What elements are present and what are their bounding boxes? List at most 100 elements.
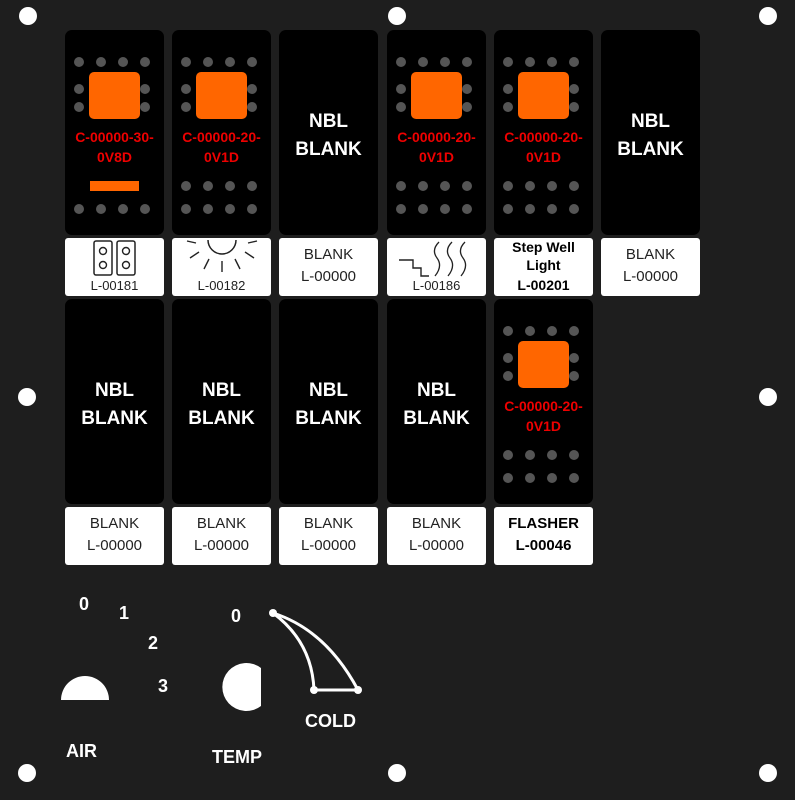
blank-line2: BLANK — [188, 408, 255, 429]
indicator-dot — [181, 181, 191, 191]
indicator-dot — [569, 204, 579, 214]
rocker-switch[interactable]: C-00000-30-0V8D — [65, 30, 164, 235]
indicator-dot — [74, 204, 84, 214]
temp-cold-label: COLD — [305, 711, 356, 731]
part-number-line1: C-00000-20- — [504, 129, 583, 145]
part-number: C-00000-30-0V8D — [61, 127, 168, 167]
legend-code: L-00181 — [90, 278, 139, 293]
indicator-dot — [569, 450, 579, 460]
blank-line2: BLANK — [403, 408, 470, 429]
indicator-dot — [225, 204, 235, 214]
part-number-line2: 0V1D — [525, 418, 562, 434]
temp-zero-label: 0 — [231, 606, 242, 626]
indicator-dot — [203, 181, 213, 191]
indicator-dot — [547, 181, 557, 191]
legend-line1: BLANK — [411, 515, 462, 532]
air-label: AIR — [66, 741, 97, 761]
part-number-line2: 0V1D — [525, 149, 562, 165]
legend-code: L-00046 — [515, 537, 572, 554]
rocker-switch[interactable]: C-00000-20- 0V1D — [494, 30, 593, 235]
indicator-dot — [96, 204, 106, 214]
legend-code: L-00186 — [412, 278, 461, 293]
part-number-line1: C-00000-20- — [397, 129, 476, 145]
indicator-dot — [569, 102, 579, 112]
indicator-dot — [247, 84, 257, 94]
rocker-switch[interactable]: C-00000-20-0V1D — [387, 30, 486, 235]
air-knob[interactable] — [58, 656, 112, 706]
blank-line1: NBL — [94, 380, 135, 401]
actuator[interactable] — [89, 72, 140, 119]
indicator-dot — [440, 57, 450, 67]
indicator-dot — [525, 473, 535, 483]
actuator[interactable] — [518, 341, 569, 388]
actuator[interactable] — [411, 72, 462, 119]
actuator[interactable] — [518, 72, 569, 119]
indicator-dot — [503, 371, 513, 381]
indicator-dot — [569, 57, 579, 67]
indicator-dot — [525, 450, 535, 460]
legend-line2: Light — [526, 257, 561, 273]
rocker-switch[interactable]: C-00000-20-0V1D — [172, 30, 271, 235]
legend-code: L-00000 — [622, 268, 679, 285]
indicator-dot — [418, 181, 428, 191]
indicator-dot — [503, 473, 513, 483]
dome-light-icon — [93, 240, 136, 276]
actuator[interactable] — [196, 72, 247, 119]
legend-code: L-00201 — [517, 277, 570, 293]
indicator-dot — [225, 57, 235, 67]
indicator-dot — [96, 57, 106, 67]
legend-line1: Step Well — [512, 239, 575, 255]
legend-plate: BLANK L-00000 — [387, 507, 486, 565]
indicator-dot — [462, 57, 472, 67]
step-heat-icon — [399, 241, 467, 277]
indicator-dot — [462, 204, 472, 214]
legend-line1: BLANK — [625, 246, 676, 263]
temp-knob[interactable] — [214, 660, 268, 714]
indicator-dot — [418, 204, 428, 214]
indicator-dot — [462, 102, 472, 112]
indicator-dot — [247, 204, 257, 214]
mounting-hole — [759, 388, 777, 406]
legend-code: L-00000 — [300, 537, 357, 554]
mounting-hole — [19, 7, 37, 25]
indicator-dot — [396, 204, 406, 214]
legend-line1: BLANK — [303, 246, 354, 263]
blank-line2: BLANK — [295, 408, 362, 429]
legend-code: L-00182 — [197, 278, 246, 293]
indicator-dot — [569, 326, 579, 336]
indicator-dot — [440, 181, 450, 191]
legend-code: L-00000 — [408, 537, 465, 554]
indicator-dot — [118, 204, 128, 214]
temp-label: TEMP — [212, 747, 263, 767]
indicator-dot — [225, 181, 235, 191]
indicator-dot — [418, 57, 428, 67]
rocker-switch[interactable]: C-00000-20-0V1D — [494, 299, 593, 504]
indicator-dot — [569, 353, 579, 363]
indicator-dot — [440, 204, 450, 214]
part-number: C-00000-20-0V1D — [383, 127, 490, 167]
legend-line1: BLANK — [89, 515, 140, 532]
legend-code: L-00000 — [193, 537, 250, 554]
indicator-dot — [569, 371, 579, 381]
indicator-dot — [462, 181, 472, 191]
indicator-dot — [74, 102, 84, 112]
indicator-dot — [396, 181, 406, 191]
indicator-dot — [503, 181, 513, 191]
mounting-hole — [388, 764, 406, 782]
indicator-dot — [503, 57, 513, 67]
indicator-dot — [547, 450, 557, 460]
part-number: C-00000-20- 0V1D — [490, 127, 597, 167]
indicator-dot — [396, 57, 406, 67]
